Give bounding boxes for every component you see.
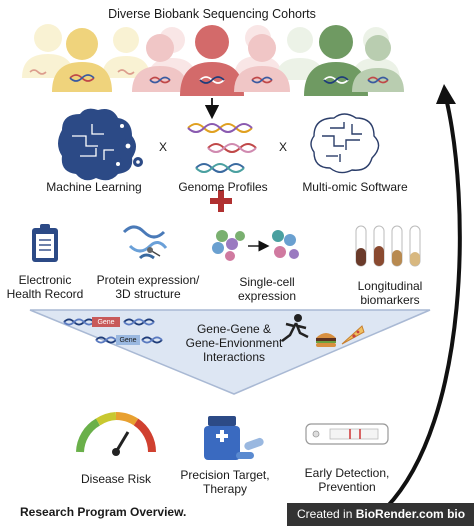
operator-x-1: X: [158, 140, 167, 154]
pizza-icon: [341, 325, 365, 345]
label-disease-risk: Disease Risk: [80, 472, 152, 486]
burger-icon: [316, 333, 336, 347]
label-ehr-line2: Health Record: [6, 287, 84, 301]
label-protein-line2: 3D structure: [115, 287, 181, 301]
gene-box-2: [116, 335, 140, 345]
precision-therapy-icon: [204, 416, 264, 460]
health-record-icon: [32, 224, 58, 262]
machine-learning-icon: [58, 108, 143, 181]
longitudinal-tubes-icon: [355, 225, 421, 267]
label-longitudinal-line1: Longitudinal: [357, 279, 423, 293]
label-protein-line1: Protein expression/: [96, 273, 200, 287]
early-detection-test-icon: [305, 423, 389, 445]
funnel-line1: Gene-Gene &: [196, 322, 272, 336]
page-title: Diverse Biobank Sequencing Cohorts: [108, 7, 316, 21]
funnel-line2: Gene-Envionment: [185, 336, 283, 350]
label-ehr-line1: Electronic: [18, 273, 72, 287]
footer-title: Research Program Overview.: [20, 505, 187, 519]
interaction-funnel: [29, 309, 431, 395]
label-multiomic-software: Multi-omic Software: [302, 180, 408, 194]
gene-label-2: Gene: [119, 337, 137, 344]
genome-profiles-icon: [187, 123, 257, 173]
runner-icon: [281, 314, 309, 342]
badge-brand: BioRender.com: [355, 507, 444, 521]
funnel-line3: Interactions: [202, 350, 266, 364]
label-machine-learning: Machine Learning: [46, 180, 142, 194]
label-singlecell-line1: Single-cell: [239, 275, 295, 289]
cohort-people: [22, 24, 404, 96]
label-singlecell-line2: expression: [237, 289, 297, 303]
badge-tail: bio: [443, 507, 466, 521]
feedback-arrowhead: [436, 84, 456, 104]
biorender-badge[interactable]: Created in BioRender.com bio: [287, 503, 474, 526]
label-longitudinal-line2: biomarkers: [360, 293, 420, 307]
label-early-line2: Prevention: [318, 480, 376, 494]
operator-x-2: X: [278, 140, 287, 154]
protein-structure-icon: [122, 225, 168, 260]
label-precision-line2: Therapy: [202, 482, 248, 496]
badge-prefix: Created in: [297, 507, 356, 521]
label-precision-line1: Precision Target,: [180, 468, 270, 482]
feedback-arrow: [384, 97, 462, 510]
label-early-line1: Early Detection,: [304, 466, 390, 480]
plus-sign: [210, 190, 232, 212]
gene-label-1: Gene: [97, 319, 115, 326]
multiomic-software-icon: [310, 113, 380, 174]
disease-risk-gauge-icon: [76, 411, 157, 456]
gene-box-1: [92, 317, 120, 327]
single-cell-icon: [212, 230, 299, 261]
label-genome-profiles: Genome Profiles: [178, 180, 268, 194]
